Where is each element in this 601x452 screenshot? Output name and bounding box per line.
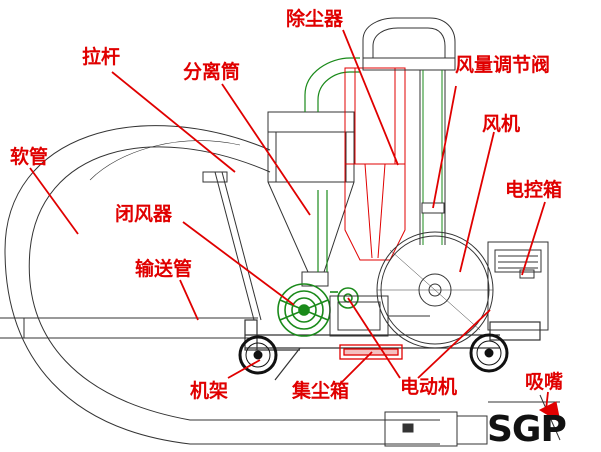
flexible-hose [4, 125, 440, 445]
leader-lagan [111, 71, 236, 173]
leader-dianxiang [521, 201, 546, 276]
leader-jijia [227, 359, 261, 379]
leader-diandongji-1 [347, 297, 401, 379]
label-control-box: 电控箱 [505, 179, 563, 201]
label-pull-rod: 拉杆 [82, 46, 121, 68]
label-conveying-pipe: 输送管 [135, 258, 193, 280]
label-hose: 软管 [10, 146, 49, 168]
label-fan: 风机 [482, 113, 521, 135]
wheels [238, 333, 509, 375]
conveying-pipe-left [0, 317, 258, 339]
leader-fengliang [432, 85, 457, 209]
rotary-valve-drawing [277, 283, 359, 337]
leader-lines [29, 29, 549, 411]
leader-bifengqi [182, 221, 295, 306]
dust-collector-drawing [344, 67, 406, 261]
label-dust-box: 集尘箱 [292, 380, 350, 402]
label-air-valve: 风量调节阀 [455, 54, 551, 76]
leader-chuchenqi [342, 29, 399, 166]
fan-drawing [376, 231, 494, 349]
label-nozzle: 吸嘴 [525, 371, 564, 393]
label-dust-collector: 除尘器 [286, 8, 344, 30]
leader-ruanguan [29, 167, 79, 235]
brand-logo: SGP [487, 409, 567, 450]
leader-fengji [459, 131, 495, 273]
control-box-drawing [487, 241, 549, 331]
pull-rod-drawing [202, 171, 262, 321]
label-rotary-valve: 闭风器 [115, 203, 173, 225]
leader-diandongji-2 [417, 309, 491, 379]
suction-nozzle [384, 394, 561, 447]
separator-drawing [267, 111, 355, 287]
leader-jichenxiang [341, 351, 373, 383]
motor-drawing [329, 295, 430, 337]
exhaust-pipe-drawing [362, 17, 456, 245]
green-pipework [304, 57, 360, 272]
leader-shusongguan [179, 279, 199, 321]
leader-fenlitong [221, 83, 311, 216]
label-separator: 分离筒 [183, 61, 241, 83]
leader-xizui [545, 391, 549, 411]
label-motor: 电动机 [400, 376, 458, 398]
label-frame: 机架 [190, 380, 229, 402]
